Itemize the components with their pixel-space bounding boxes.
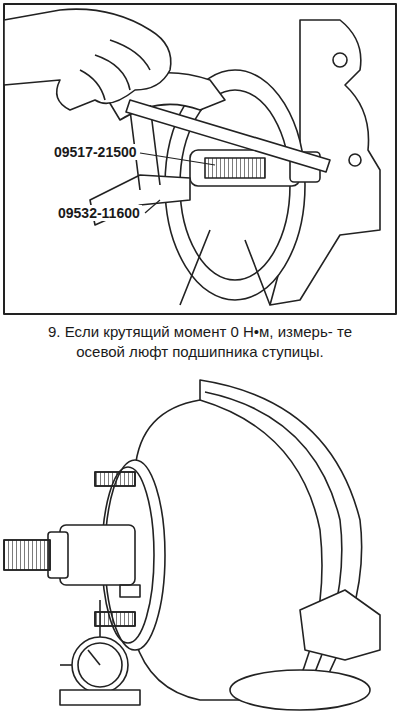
part-number: 09517-21500	[52, 144, 139, 160]
part-number: 09532-11600	[56, 205, 142, 221]
step-text: 9. Если крутящий момент 0 Н•м, измерь- т…	[40, 322, 360, 363]
figure-frame	[4, 4, 396, 314]
